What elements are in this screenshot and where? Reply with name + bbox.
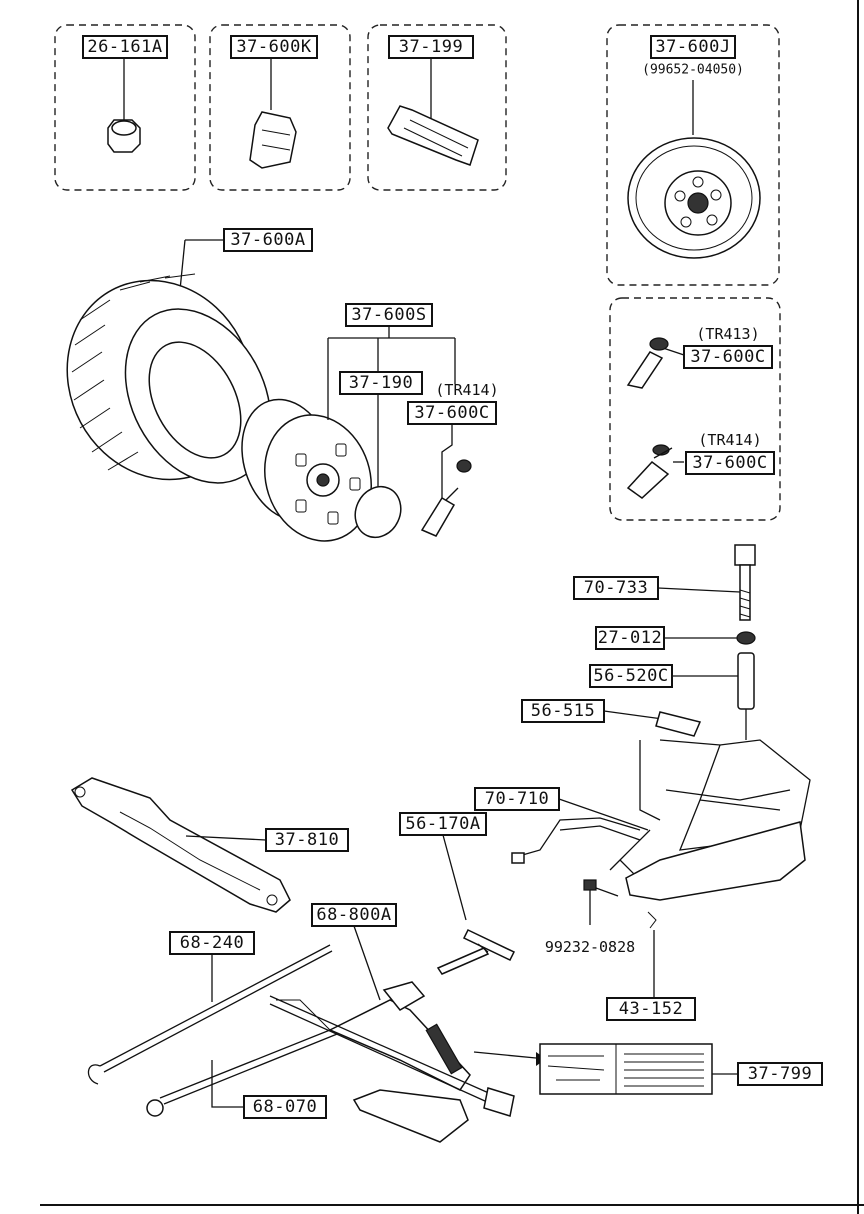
leader-70-710 bbox=[558, 798, 649, 831]
svg-text:37-600S: 37-600S bbox=[351, 305, 426, 325]
label-26-161A: 26-161A bbox=[82, 35, 168, 59]
leader-68-070 bbox=[211, 1060, 244, 1108]
label-70-733: 70-733 bbox=[573, 576, 659, 600]
label-37-799: 37-799 bbox=[737, 1062, 823, 1086]
valve-stem-icon bbox=[626, 337, 685, 499]
group-box-26-161A bbox=[54, 24, 196, 191]
group-box-37-600K bbox=[209, 24, 351, 191]
svg-text:37-600K: 37-600K bbox=[236, 37, 311, 57]
scissor-jack-icon bbox=[269, 981, 515, 1143]
spacer-icon bbox=[672, 652, 755, 740]
svg-text:56-520C: 56-520C bbox=[593, 666, 668, 686]
svg-text:37-190: 37-190 bbox=[349, 373, 413, 393]
svg-text:27-012: 27-012 bbox=[598, 628, 662, 648]
lug-wrench-icon bbox=[70, 777, 291, 913]
svg-text:37-799: 37-799 bbox=[748, 1064, 812, 1084]
svg-text:37-600C: 37-600C bbox=[690, 347, 765, 367]
bolt-icon bbox=[657, 544, 756, 621]
svg-text:37-600C: 37-600C bbox=[692, 453, 767, 473]
leader-37-600S bbox=[327, 326, 456, 420]
spare-wheel-icon bbox=[627, 80, 761, 259]
label-tr414-left: (TR414) bbox=[435, 381, 498, 399]
svg-text:56-515: 56-515 bbox=[531, 701, 595, 721]
label-56-520C: 56-520C bbox=[589, 664, 673, 688]
leader-37-810 bbox=[185, 835, 267, 841]
label-tr414-right: (TR414) bbox=[698, 431, 761, 449]
spare-carrier-icon bbox=[511, 711, 811, 901]
label-37-600C-tr413: 37-600C bbox=[683, 345, 773, 369]
label-99232-0828: 99232-0828 bbox=[545, 938, 635, 956]
svg-text:37-810: 37-810 bbox=[275, 830, 339, 850]
svg-text:37-600A: 37-600A bbox=[230, 230, 305, 250]
label-37-600K: 37-600K bbox=[230, 35, 318, 59]
alloy-wheel-icon bbox=[241, 398, 373, 542]
washer-icon bbox=[664, 631, 756, 645]
svg-text:37-600J: 37-600J bbox=[655, 37, 730, 57]
label-37-600C-tr414-left: 37-600C bbox=[407, 401, 497, 425]
svg-text:(99652-04050): (99652-04050) bbox=[642, 63, 744, 78]
label-37-600A: 37-600A bbox=[223, 228, 313, 252]
label-37-199: 37-199 bbox=[388, 35, 474, 59]
label-37-600C-tr414: 37-600C bbox=[685, 451, 775, 475]
label-68-070: 68-070 bbox=[243, 1095, 327, 1119]
svg-text:37-600C: 37-600C bbox=[414, 403, 489, 423]
clip-icon bbox=[249, 57, 297, 169]
tire-icon bbox=[66, 239, 272, 484]
center-cap-icon bbox=[354, 485, 402, 539]
svg-text:26-161A: 26-161A bbox=[87, 37, 162, 57]
label-tr413: (TR413) bbox=[696, 325, 759, 343]
clip-43-152-icon bbox=[647, 911, 657, 1000]
label-68-800A: 68-800A bbox=[311, 903, 397, 927]
jack-handle-rod-icon bbox=[87, 944, 353, 1117]
svg-text:56-170A: 56-170A bbox=[405, 814, 480, 834]
group-box-37-199 bbox=[367, 24, 507, 191]
svg-text:68-070: 68-070 bbox=[253, 1097, 317, 1117]
label-43-152: 43-152 bbox=[606, 997, 696, 1021]
svg-text:37-199: 37-199 bbox=[399, 37, 463, 57]
label-37-600S: 37-600S bbox=[345, 303, 433, 327]
label-68-240: 68-240 bbox=[169, 931, 255, 955]
label-56-170A: 56-170A bbox=[399, 812, 487, 836]
group-box-valves bbox=[609, 297, 781, 521]
leader-68-800A bbox=[353, 925, 381, 1001]
svg-text:70-710: 70-710 bbox=[485, 789, 549, 809]
small-bolt-icon bbox=[583, 879, 619, 925]
valve-stem-icon bbox=[420, 424, 472, 537]
lug-nut-icon bbox=[107, 57, 141, 153]
leader-56-170A bbox=[442, 834, 467, 921]
label-70-710: 70-710 bbox=[474, 787, 560, 811]
label-37-190: 37-190 bbox=[339, 371, 423, 395]
arrow-to-caution-label bbox=[473, 1051, 537, 1059]
label-27-012: 27-012 bbox=[595, 626, 665, 650]
label-37-810: 37-810 bbox=[265, 828, 349, 852]
svg-text:70-733: 70-733 bbox=[584, 578, 648, 598]
label-56-515: 56-515 bbox=[521, 699, 605, 723]
group-box-37-600J bbox=[606, 24, 780, 286]
label-37-600J: 37-600J (99652-04050) bbox=[642, 35, 744, 78]
bracket-icon bbox=[387, 57, 479, 166]
jack-handle-icon bbox=[436, 929, 516, 975]
svg-text:43-152: 43-152 bbox=[619, 999, 683, 1019]
svg-text:68-240: 68-240 bbox=[180, 933, 244, 953]
caution-label-icon bbox=[539, 1043, 713, 1095]
svg-text:68-800A: 68-800A bbox=[316, 905, 391, 925]
